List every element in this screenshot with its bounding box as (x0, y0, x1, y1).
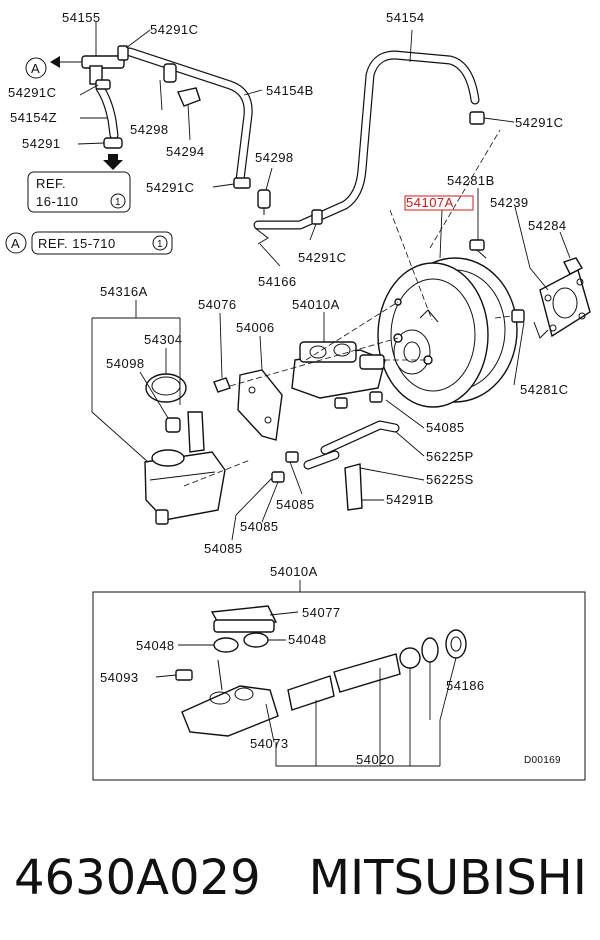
pistons-54020 (287, 647, 421, 711)
check-valve-54298 (163, 63, 271, 215)
ref2-marker: A (11, 236, 20, 251)
label-54291c: 54291C (150, 22, 199, 37)
label-54291c: 54291C (298, 250, 347, 265)
ref2-text: REF. 15-710 (38, 236, 116, 251)
label-54085: 54085 (426, 420, 465, 435)
label-54154b: 54154B (266, 83, 314, 98)
reservoir-54316a (144, 411, 226, 525)
label-54291c: 54291C (146, 180, 195, 195)
master-cylinder-exploded-box (92, 591, 586, 781)
parts-diagram: A REF. 16-110 1 A REF. 15-710 1 54155 54… (5, 10, 591, 781)
ref-marker-letter: A (31, 61, 40, 76)
label-54077: 54077 (302, 605, 341, 620)
label-54298: 54298 (255, 150, 294, 165)
label-54098: 54098 (106, 356, 145, 371)
grommets-54085 (271, 391, 383, 483)
filter-54098 (165, 417, 181, 433)
ref1-line1: REF. (36, 176, 66, 191)
label-54154z: 54154Z (10, 110, 57, 125)
pin-54093 (175, 669, 193, 681)
label-54291: 54291 (22, 136, 61, 151)
bracket-54006 (237, 369, 283, 441)
label-56225p: 56225P (426, 449, 474, 464)
label-54107a: 54107A (406, 195, 454, 210)
label-56225s: 56225S (426, 472, 474, 487)
grommet-54291 (103, 137, 123, 170)
label-54291c: 54291C (8, 85, 57, 100)
gasket-54239 (539, 268, 591, 338)
ref1-num: 1 (115, 197, 121, 208)
bolt-54281b (469, 239, 487, 259)
seals-54186 (421, 629, 467, 663)
clamp-54291b (344, 463, 363, 511)
grommet-54048 (213, 632, 269, 653)
ref-box-16-110: REF. 16-110 1 (27, 171, 131, 213)
ref2-num: 1 (157, 239, 163, 250)
label-54093: 54093 (100, 670, 139, 685)
label-54076: 54076 (198, 297, 237, 312)
ref1-line2: 16-110 (36, 194, 79, 209)
label-54316a: 54316A (100, 284, 148, 299)
label-54186: 54186 (446, 678, 485, 693)
label-54281b: 54281B (447, 173, 495, 188)
label-54291c: 54291C (515, 115, 564, 130)
vacuum-hose-54154z (95, 83, 119, 140)
clip-54294 (177, 87, 201, 107)
hose-clamps-54291c (95, 45, 485, 225)
reservoir-seal-54077 (210, 605, 278, 633)
label-54298: 54298 (130, 122, 169, 137)
product-caption: 4630A029 MITSUBISHI (14, 838, 594, 918)
vacuum-hose-54154 (125, 47, 480, 230)
connector-54166 (254, 227, 269, 245)
label-54284: 54284 (528, 218, 567, 233)
label-54291b: 54291B (386, 492, 434, 507)
label-54085: 54085 (240, 519, 279, 534)
highlight-box-54107a (404, 195, 474, 211)
brake-booster-54107a (377, 257, 518, 408)
diagram-code: D00169 (524, 755, 561, 766)
label-54020: 54020 (356, 752, 395, 767)
label-54155: 54155 (62, 10, 101, 25)
label-54239: 54239 (490, 195, 529, 210)
ref-box-15-710: A REF. 15-710 1 (5, 231, 173, 255)
label-54154: 54154 (386, 10, 425, 25)
label-54048: 54048 (136, 638, 175, 653)
ref-arrow-marker: A (25, 57, 47, 79)
label-54073: 54073 (250, 736, 289, 751)
part-number: 4630A029 (14, 850, 261, 906)
label-54166: 54166 (258, 274, 297, 289)
nut-54284 (563, 257, 583, 275)
clevis-pin-54281c (511, 309, 549, 339)
alignment-dashes (183, 129, 513, 487)
label-54281c: 54281C (520, 382, 569, 397)
label-54294: 54294 (166, 144, 205, 159)
label-54006: 54006 (236, 320, 275, 335)
cylinder-body-54073 (181, 659, 279, 737)
part-labels: 54155 54291C 54154 54291C 54154B 54291C … (8, 10, 569, 767)
label-54304: 54304 (144, 332, 183, 347)
leader-lines (77, 22, 571, 767)
master-cylinder-54010a (291, 341, 386, 399)
label-54085: 54085 (276, 497, 315, 512)
bolt-54076 (213, 377, 231, 393)
label-54048: 54048 (288, 632, 327, 647)
hose-fitting-54155 (50, 55, 125, 85)
brake-hose-56225 (303, 420, 400, 470)
label-54010a: 54010A (270, 564, 318, 579)
label-54085: 54085 (204, 541, 243, 556)
brake-booster-exploded-view: A REF. 16-110 1 A REF. 15-710 1 54155 54… (5, 10, 591, 781)
label-54010a: 54010A (292, 297, 340, 312)
brand-name: MITSUBISHI (308, 850, 587, 906)
